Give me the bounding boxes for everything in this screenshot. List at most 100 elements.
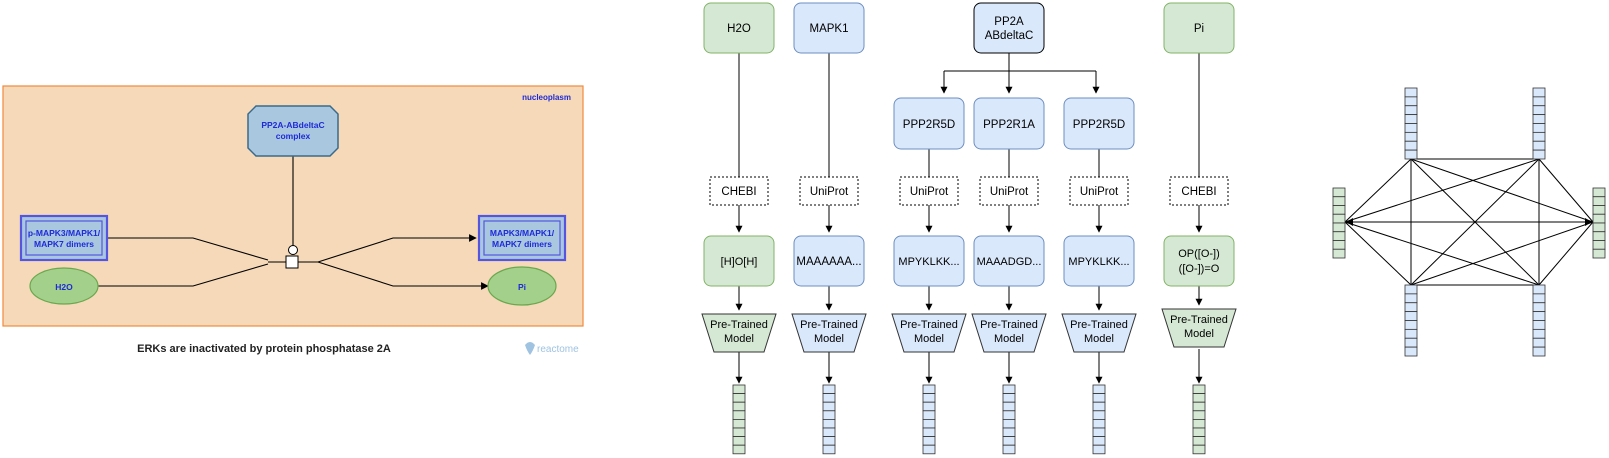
- embedding-vector-cell: [1192, 436, 1206, 446]
- graph-node-vector-cell: [1592, 222, 1606, 233]
- sequence-label: MPYKLKK...: [1068, 256, 1129, 268]
- database-box[interactable]: UniProt: [799, 176, 859, 206]
- graph-edge: [1344, 158, 1412, 223]
- graph-node-vector-cell: [1332, 240, 1346, 250]
- graph-node-vector-cell: [1592, 248, 1606, 259]
- database-label: CHEBI: [1181, 186, 1216, 198]
- embedding-vector: [822, 384, 836, 455]
- embedding-vector-cell: [1092, 444, 1106, 455]
- graph-edge: [1344, 158, 1540, 223]
- embedding-vector-cell: [732, 444, 746, 455]
- database-label: UniProt: [910, 186, 949, 198]
- input-h2o-node[interactable]: H2O: [29, 267, 99, 305]
- database-box[interactable]: UniProt: [899, 176, 959, 206]
- embedding-vector-cell: [822, 401, 836, 412]
- graph-node-vector-cell: [1592, 205, 1606, 215]
- graph-node-vector-cell: [1404, 284, 1418, 295]
- embedding-vector-cell: [1002, 436, 1016, 446]
- pipeline-connectors: [735, 53, 1203, 384]
- graph-edge: [1538, 221, 1594, 286]
- graph-node-vector-cell: [1592, 196, 1606, 206]
- reactome-logo: reactome: [525, 342, 579, 355]
- database-label: UniProt: [810, 186, 849, 198]
- reactome-logo-text: reactome: [537, 344, 579, 355]
- embedding-vector-cell: [1192, 384, 1206, 395]
- output-pi-node[interactable]: Pi: [487, 266, 557, 306]
- embedding-vector-cell: [732, 410, 746, 420]
- graph-node-vector: [1592, 187, 1606, 259]
- embedding-vector-cell: [822, 427, 836, 438]
- graph-node-vector-cell: [1592, 187, 1606, 198]
- embedding-vector-cell: [1092, 384, 1106, 395]
- embedding-vector-cell: [922, 384, 936, 395]
- graph-node-vector-cell: [1404, 337, 1418, 348]
- sequence-box[interactable]: MPYKLKK...: [893, 235, 965, 287]
- output-pi-label: Pi: [518, 282, 526, 292]
- graph-node-vector-cell: [1532, 123, 1546, 133]
- embedding-vector-cell: [922, 401, 936, 412]
- embedding-vector-cell: [822, 436, 836, 446]
- sequence-box[interactable]: OP([O-]) ([O-])=O: [1163, 235, 1235, 287]
- embedding-vector-cell: [1002, 393, 1016, 403]
- sequence-box[interactable]: MAAADGD...: [973, 235, 1045, 287]
- embedding-vector-cell: [732, 418, 746, 429]
- graph-arrowheads: [1346, 218, 1592, 226]
- member-ppp2r5d-label: PPP2R5D: [903, 119, 955, 131]
- database-box[interactable]: CHEBI: [709, 176, 769, 206]
- embedding-vector-cell: [822, 393, 836, 403]
- database-label: UniProt: [1080, 186, 1119, 198]
- graph-node-vector: [1532, 87, 1546, 160]
- reactome-logo-icon: [525, 342, 535, 355]
- member-ppp2r5d-box[interactable]: PPP2R5D: [893, 97, 965, 150]
- graph-node-vector-cell: [1532, 293, 1546, 304]
- entity-h2o-box[interactable]: H2O: [703, 2, 775, 54]
- sequence-label: OP([O-]): [1178, 248, 1220, 260]
- graph-node-vector-cell: [1404, 87, 1418, 98]
- graph-node-vector-cell: [1332, 213, 1346, 224]
- graph-node-vector-cell: [1532, 328, 1546, 339]
- entity-pp2a-box[interactable]: PP2A ABdeltaC: [973, 2, 1045, 54]
- embedding-vector-cell: [1092, 418, 1106, 429]
- model-label: Pre-Trained: [1170, 314, 1228, 326]
- output-complex-node[interactable]: MAPK3/MAPK1/ MAPK7 dimers: [477, 214, 567, 262]
- embedding-vector-cell: [922, 427, 936, 438]
- input-h2o-label: H2O: [55, 282, 73, 292]
- embedding-vector-cell: [822, 418, 836, 429]
- member-ppp2r5d-box-2[interactable]: PPP2R5D: [1063, 97, 1135, 150]
- sequence-box[interactable]: [H]O[H]: [703, 235, 775, 287]
- model-label: Pre-Trained: [710, 319, 768, 331]
- model-label: Model: [1084, 333, 1114, 345]
- sequence-label: ([O-])=O: [1179, 263, 1220, 275]
- embedding-vector-cell: [1002, 418, 1016, 429]
- member-ppp2r1a-box[interactable]: PPP2R1A: [973, 97, 1045, 150]
- entity-pi-box[interactable]: Pi: [1163, 2, 1235, 54]
- embedding-vector-cell: [1192, 444, 1206, 455]
- embedding-vector-cell: [732, 436, 746, 446]
- graph-node-vector-cell: [1404, 131, 1418, 142]
- input-complex-label-2: MAPK7 dimers: [34, 239, 94, 249]
- database-box[interactable]: UniProt: [979, 176, 1039, 206]
- entity-pi-label: Pi: [1194, 23, 1204, 35]
- pp2a-complex-label-1: PP2A-ABdeltaC: [261, 120, 324, 130]
- sequence-box[interactable]: MAAAAAA...: [793, 235, 865, 287]
- model-label: Model: [914, 333, 944, 345]
- database-box[interactable]: UniProt: [1069, 176, 1129, 206]
- sequence-box[interactable]: MPYKLKK...: [1063, 235, 1135, 287]
- graph-node-vector: [1404, 87, 1418, 160]
- embedding-vector: [922, 384, 936, 455]
- database-box[interactable]: CHEBI: [1169, 176, 1229, 206]
- graph-edge: [1410, 221, 1594, 286]
- embedding-vector-cell: [732, 384, 746, 395]
- input-complex-node[interactable]: p-MAPK3/MAPK1/ MAPK7 dimers: [19, 214, 109, 262]
- entity-mapk1-box[interactable]: MAPK1: [793, 2, 865, 54]
- pp2a-complex-node[interactable]: PP2A-ABdeltaC complex: [247, 105, 339, 157]
